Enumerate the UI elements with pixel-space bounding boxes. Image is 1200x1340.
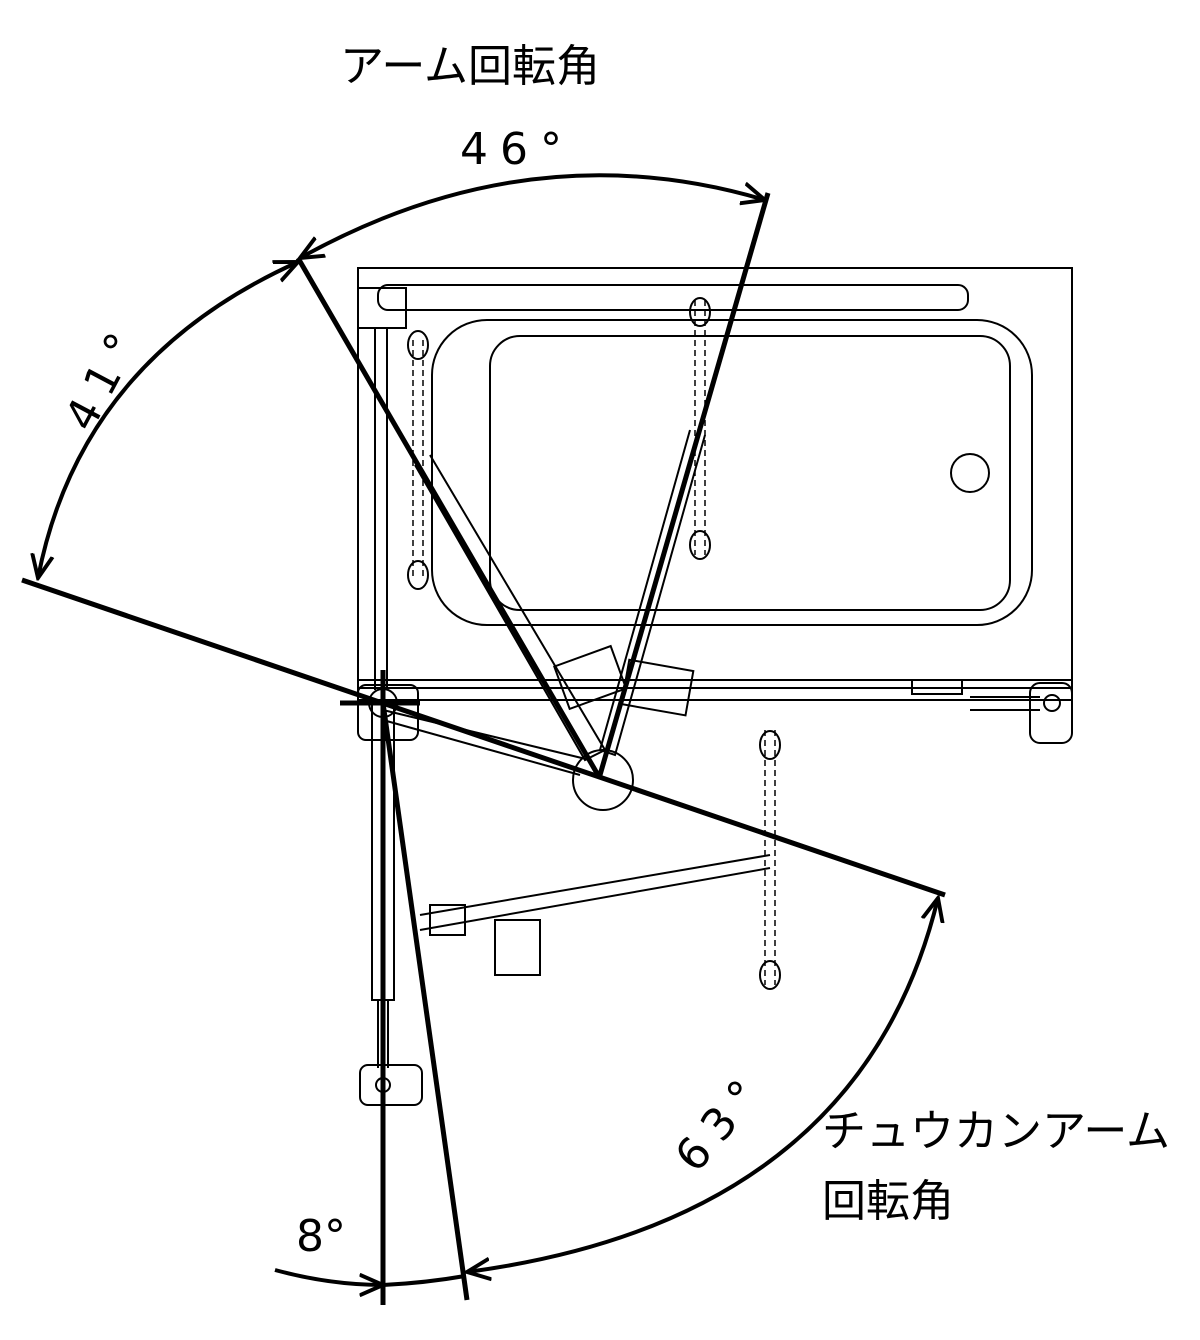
arm-rotation-title: アーム回転角 — [340, 41, 601, 92]
arm-down — [419, 854, 771, 916]
tub-rim — [431, 319, 1033, 626]
tub-basin — [489, 335, 1011, 611]
corner-post — [357, 287, 407, 329]
hook — [689, 297, 711, 327]
arc-63 — [467, 898, 938, 1272]
intermediate-arm-title-line2: 回転角 — [822, 1176, 954, 1227]
small-angle-label: 8° — [296, 1211, 346, 1262]
tub-outline — [357, 267, 1073, 689]
arc-8 — [382, 1274, 466, 1287]
drain — [950, 453, 990, 493]
ref-line-arm-right — [597, 192, 771, 776]
hook — [407, 560, 429, 590]
arc-41 — [38, 262, 298, 578]
connecting-arm — [382, 709, 591, 761]
arc-46 — [300, 173, 765, 258]
hook — [407, 330, 429, 360]
hook — [759, 960, 781, 990]
fitting — [911, 679, 963, 695]
handrail — [377, 284, 969, 311]
hook — [759, 730, 781, 760]
arc-8-left — [274, 1268, 383, 1285]
reference-lines — [21, 192, 946, 1305]
arm-motor-down — [494, 919, 541, 976]
wall-bracket — [1029, 682, 1073, 744]
intermediate-arm-title-line1: チュウカンアーム — [822, 1106, 1171, 1157]
connecting-arm — [382, 719, 581, 776]
ref-line-tilted — [380, 702, 470, 1301]
arm-angle-label: 46° — [460, 124, 574, 175]
arm-left — [414, 454, 607, 762]
hook — [689, 530, 711, 560]
arm-down — [419, 867, 771, 931]
bracket-bolt — [1043, 694, 1061, 712]
tub-apron — [357, 679, 1073, 701]
ref-line-arm-left — [295, 256, 601, 777]
arm-hub — [572, 749, 634, 811]
ref-line-left — [21, 577, 946, 898]
angle-arcs — [38, 173, 938, 1287]
floor-bracket — [359, 1064, 423, 1106]
arm-motor — [553, 644, 628, 711]
bathtub — [357, 267, 1073, 744]
